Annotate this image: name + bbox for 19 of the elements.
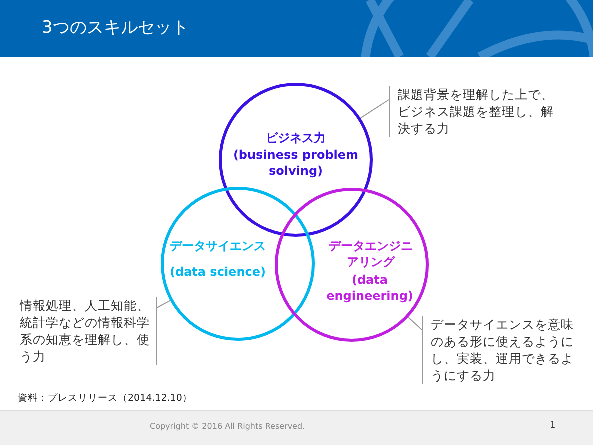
- venn-circle: [275, 188, 429, 342]
- circle-subtitle: (data science): [169, 264, 267, 280]
- venn-circle: [219, 83, 373, 237]
- circle-subtitle: (business problem solving): [232, 147, 360, 179]
- slide-title: 3つのスキルセット: [42, 17, 189, 39]
- leader-line: [156, 300, 171, 308]
- circle-subtitle: (data engineering): [326, 272, 414, 304]
- circle-heading: データサイエンス: [169, 238, 267, 254]
- source-note: 資料：プレスリリース（2014.12.10）: [18, 392, 192, 405]
- leader-line: [360, 100, 390, 119]
- venn-circle: [161, 187, 315, 341]
- annotation-text: 情報処理、人工知能、統計学などの情報科学系の知恵を理解し、使う力: [20, 297, 157, 365]
- leader-line: [408, 316, 422, 330]
- copyright-text: Copyright © 2016 All Rights Reserved.: [150, 422, 306, 431]
- circle-heading: ビジネス力: [265, 130, 327, 146]
- page-number: 1: [550, 421, 556, 431]
- circle-heading: データエンジニアリング: [328, 238, 414, 270]
- annotation-text: 課題背景を理解した上で、ビジネス課題を整理し、解決する力: [389, 86, 564, 137]
- annotation-text: データサイエンスを意味のある形に使えるようにし、実装、運用できるようにする力: [422, 316, 582, 384]
